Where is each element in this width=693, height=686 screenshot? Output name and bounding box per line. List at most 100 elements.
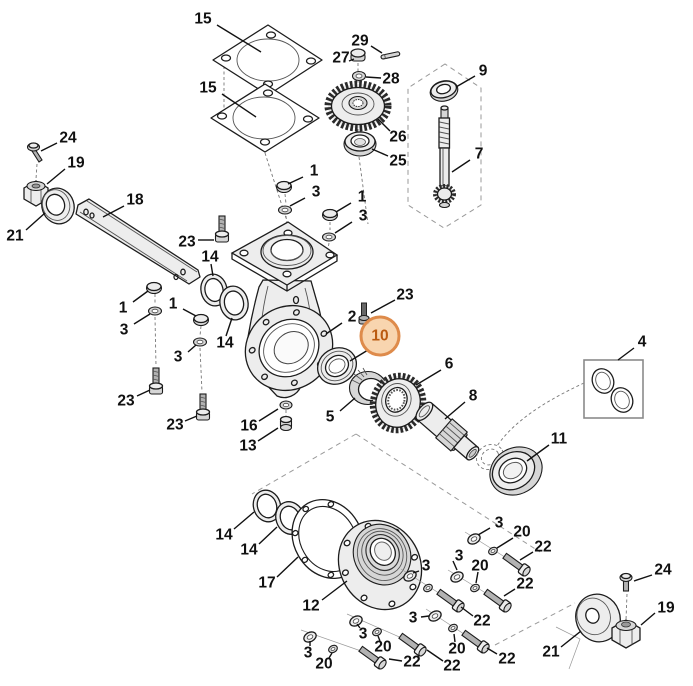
part-label-15-0[interactable]: 15 — [194, 11, 212, 28]
part-label-1-22[interactable]: 1 — [169, 296, 178, 313]
leader-line-15 — [216, 24, 262, 53]
leader-line-15 — [221, 93, 257, 118]
part-label-9-7[interactable]: 9 — [479, 63, 488, 80]
part-label-16-33[interactable]: 16 — [240, 418, 258, 435]
part-bolt-23 — [214, 215, 230, 243]
leader-line-23 — [184, 415, 198, 422]
part-label-22-47[interactable]: 22 — [473, 613, 490, 630]
part-label-23-27[interactable]: 23 — [396, 287, 414, 304]
leader-line-25 — [371, 148, 389, 157]
part-label-3-50[interactable]: 3 — [359, 626, 368, 643]
part-label-12-38[interactable]: 12 — [302, 598, 319, 615]
part-label-19-10[interactable]: 19 — [67, 155, 85, 172]
leader-line-6 — [415, 369, 442, 386]
leader-line-3 — [420, 615, 430, 618]
part-label-14-14[interactable]: 14 — [201, 249, 219, 266]
part-label-3-17[interactable]: 3 — [312, 184, 321, 201]
leader-line-2 — [325, 322, 343, 335]
leader-line-24 — [40, 142, 58, 152]
part-label-1-20[interactable]: 1 — [119, 300, 128, 317]
part-bearing-25 — [343, 131, 377, 157]
part-label-22-49[interactable]: 22 — [498, 651, 515, 668]
part-label-17-37[interactable]: 17 — [258, 575, 275, 592]
part-shaft-8 — [415, 401, 480, 461]
part-seal-14-c — [252, 489, 282, 523]
part-label-21-58[interactable]: 21 — [542, 644, 560, 661]
part-label-3-23[interactable]: 3 — [174, 349, 183, 366]
leader-line-3 — [133, 313, 151, 325]
part-label-3-39[interactable]: 3 — [495, 515, 504, 532]
leader-line-1 — [335, 202, 352, 213]
leader-line-22 — [519, 551, 534, 561]
leader-line-29 — [370, 45, 383, 54]
part-label-3-46[interactable]: 3 — [409, 610, 418, 627]
part-label-11-31[interactable]: 11 — [551, 431, 568, 448]
selected-part-highlight[interactable] — [359, 315, 401, 357]
part-label-3-52[interactable]: 3 — [304, 645, 313, 662]
leader-line-26 — [377, 118, 391, 132]
leader-line-4 — [617, 347, 635, 361]
part-label-26-5[interactable]: 26 — [389, 129, 407, 146]
part-nut-1-washer-3 — [321, 208, 339, 242]
leader-line-19 — [640, 612, 656, 626]
part-label-22-45[interactable]: 22 — [516, 576, 533, 593]
part-label-28-4[interactable]: 28 — [382, 71, 400, 88]
part-label-24-9[interactable]: 24 — [59, 130, 77, 147]
part-label-14-35[interactable]: 14 — [215, 527, 233, 544]
leader-line-21 — [25, 212, 46, 231]
part-label-14-15[interactable]: 14 — [216, 335, 234, 352]
part-label-23-13[interactable]: 23 — [178, 234, 196, 251]
part-label-20-48[interactable]: 20 — [448, 641, 465, 658]
part-pin-29 — [380, 51, 401, 60]
group-boundary-shaft7 — [407, 63, 482, 229]
part-label-24-56[interactable]: 24 — [654, 562, 672, 579]
part-label-14-36[interactable]: 14 — [240, 542, 258, 559]
part-label-20-51[interactable]: 20 — [374, 639, 391, 656]
part-label-6-28[interactable]: 6 — [445, 356, 454, 373]
part-label-23-25[interactable]: 23 — [166, 417, 184, 434]
leader-line-1 — [132, 290, 149, 303]
part-label-15-1[interactable]: 15 — [199, 80, 217, 97]
leader-line-1 — [287, 176, 304, 185]
part-nut-1-washer-3 — [192, 313, 210, 347]
part-label-23-24[interactable]: 23 — [117, 393, 135, 410]
leader-line-17 — [276, 556, 299, 578]
part-shaft-7 — [433, 105, 456, 209]
selected-part-label[interactable]: 10 — [371, 328, 388, 345]
part-label-8-30[interactable]: 8 — [469, 388, 478, 405]
part-label-3-19[interactable]: 3 — [359, 208, 368, 225]
part-label-20-40[interactable]: 20 — [513, 524, 530, 541]
part-label-29-2[interactable]: 29 — [351, 33, 369, 50]
leader-line-3 — [289, 197, 306, 207]
part-label-1-16[interactable]: 1 — [310, 163, 319, 180]
part-label-4-32[interactable]: 4 — [638, 334, 647, 351]
part-seal-10 — [317, 347, 357, 385]
part-label-20-43[interactable]: 20 — [471, 558, 488, 575]
part-label-22-54[interactable]: 22 — [403, 654, 420, 671]
part-bolt-23 — [148, 367, 164, 395]
part-label-18-12[interactable]: 18 — [126, 192, 144, 209]
leader-line-14 — [258, 526, 278, 545]
part-label-2-26[interactable]: 2 — [348, 309, 357, 326]
part-label-27-3[interactable]: 27 — [332, 50, 349, 67]
leader-line-12 — [321, 580, 348, 601]
part-label-3-42[interactable]: 3 — [455, 548, 464, 565]
part-label-21-11[interactable]: 21 — [6, 228, 24, 245]
part-label-1-18[interactable]: 1 — [358, 189, 367, 206]
part-nut-19-right — [611, 619, 641, 649]
leader-line-20 — [328, 652, 333, 659]
part-label-5-29[interactable]: 5 — [326, 409, 335, 426]
part-plug-13 — [279, 415, 293, 432]
part-label-25-6[interactable]: 25 — [389, 153, 407, 170]
part-label-13-34[interactable]: 13 — [239, 438, 257, 455]
part-label-7-8[interactable]: 7 — [475, 146, 484, 163]
part-label-19-57[interactable]: 19 — [657, 600, 675, 617]
part-oring-kit-4 — [583, 359, 644, 419]
part-screw-24-left — [26, 142, 43, 163]
part-label-3-21[interactable]: 3 — [120, 322, 129, 339]
part-label-3-44[interactable]: 3 — [422, 558, 431, 575]
leader-line-14 — [225, 317, 233, 337]
part-label-20-53[interactable]: 20 — [315, 656, 332, 673]
part-label-22-55[interactable]: 22 — [443, 658, 460, 675]
part-label-22-41[interactable]: 22 — [534, 539, 551, 556]
